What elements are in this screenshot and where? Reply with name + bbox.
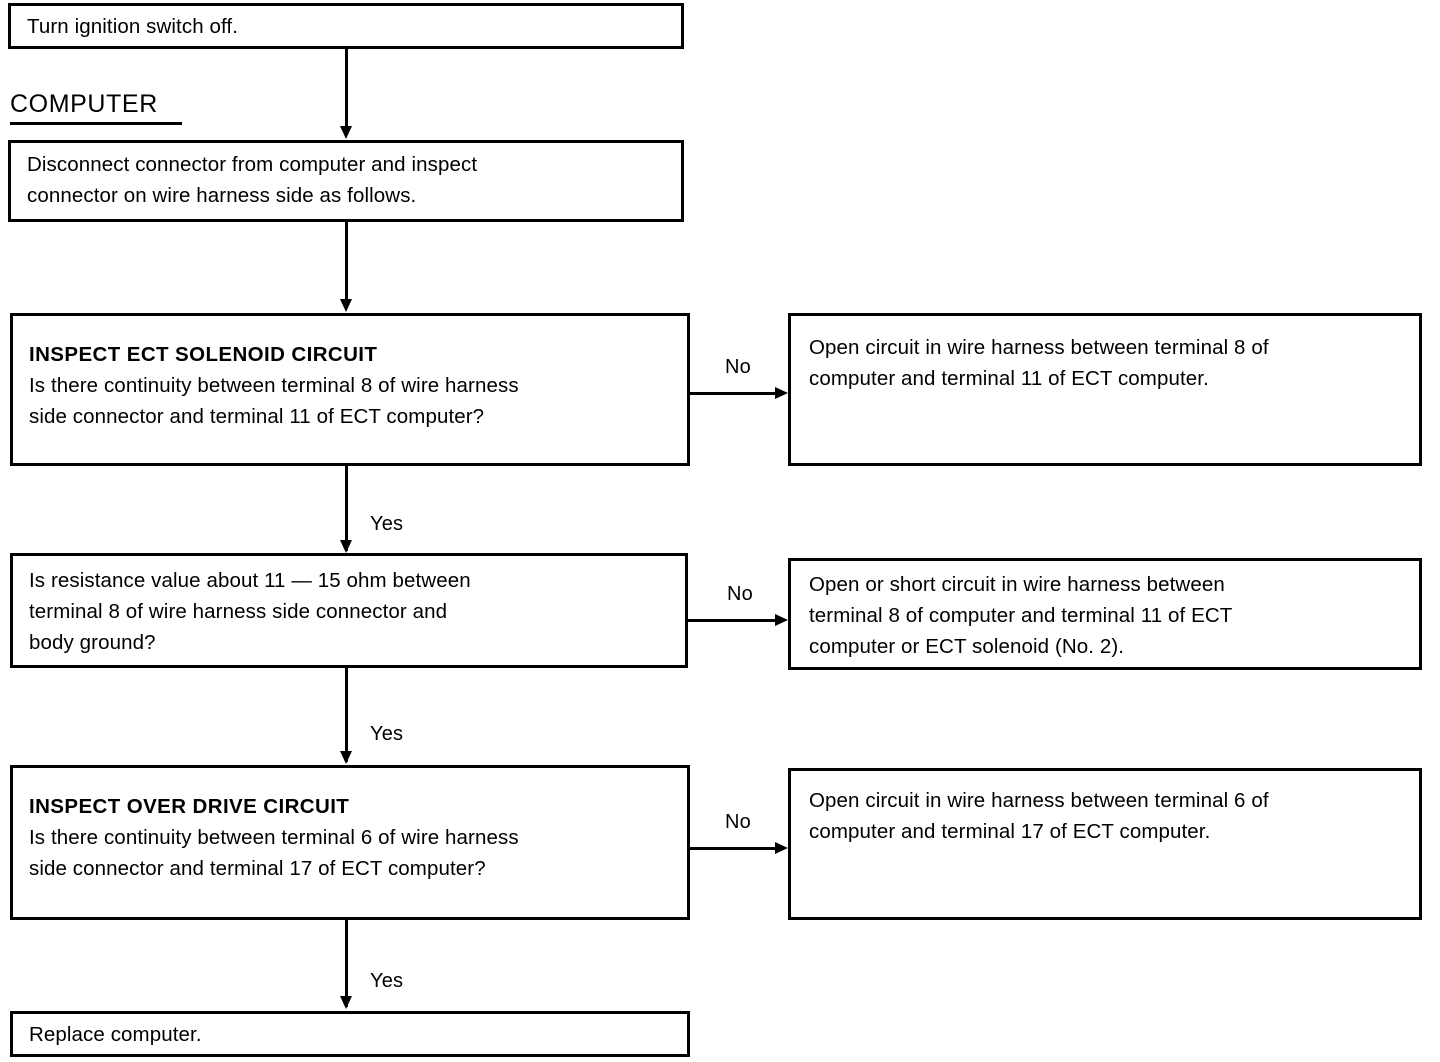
connector-yes-ect-solenoid [345,466,348,551]
node-turn-ignition-off-text: Turn ignition switch off. [27,15,239,38]
node-disconnect-connector: Disconnect connector from computer and i… [8,140,684,222]
node-turn-ignition-off: Turn ignition switch off. [8,3,684,49]
node-result-open-short-circuit-text: Open or short circuit in wire harness be… [809,573,1233,658]
arrowhead-no-over-drive [775,842,788,854]
node-result-open-circuit-terminal-8-text: Open circuit in wire harness between ter… [809,336,1269,390]
edge-label-yes-resistance: Yes [370,723,404,745]
connector-yes-resistance [345,668,348,762]
arrowhead-yes-over-drive [340,996,352,1009]
node-replace-computer: Replace computer. [10,1011,690,1057]
node-check-resistance-value-text: Is resistance value about 11 — 15 ohm be… [29,569,471,654]
node-result-open-circuit-terminal-8: Open circuit in wire harness between ter… [788,313,1422,466]
arrowhead-ignition-to-disconnect [340,126,352,139]
edge-label-yes-over-drive: Yes [370,970,404,992]
connector-ignition-to-disconnect [345,49,348,128]
node-disconnect-connector-text: Disconnect connector from computer and i… [27,153,478,207]
arrowhead-yes-resistance [340,751,352,764]
connector-no-ect-solenoid [690,392,780,395]
connector-yes-over-drive [345,920,348,1007]
node-replace-computer-text: Replace computer. [29,1023,202,1046]
edge-label-no-over-drive: No [725,811,751,833]
edge-label-yes-ect-solenoid: Yes [370,513,404,535]
node-inspect-ect-solenoid-circuit-text: Is there continuity between terminal 8 o… [29,374,519,428]
connector-no-resistance [688,619,780,622]
arrowhead-disconnect-to-ect-check [340,299,352,312]
section-heading-underline [10,122,182,125]
connector-disconnect-to-ect-check [345,222,348,301]
arrowhead-no-ect-solenoid [775,387,788,399]
node-result-open-short-circuit: Open or short circuit in wire harness be… [788,558,1422,670]
arrowhead-no-resistance [775,614,788,626]
node-result-open-circuit-terminal-6-text: Open circuit in wire harness between ter… [809,789,1269,843]
node-inspect-ect-solenoid-circuit-heading: INSPECT ECT SOLENOID CIRCUIT [29,343,378,366]
section-heading-computer: COMPUTER [10,90,158,118]
edge-label-no-ect-solenoid: No [725,356,751,378]
node-result-open-circuit-terminal-6: Open circuit in wire harness between ter… [788,768,1422,920]
edge-label-no-resistance: No [727,583,753,605]
node-inspect-over-drive-circuit-text: Is there continuity between terminal 6 o… [29,826,519,880]
node-inspect-ect-solenoid-circuit: INSPECT ECT SOLENOID CIRCUIT Is there co… [10,313,690,466]
arrowhead-yes-ect-solenoid [340,540,352,553]
connector-no-over-drive [690,847,780,850]
node-inspect-over-drive-circuit: INSPECT OVER DRIVE CIRCUIT Is there cont… [10,765,690,920]
node-check-resistance-value: Is resistance value about 11 — 15 ohm be… [10,553,688,668]
node-inspect-over-drive-circuit-heading: INSPECT OVER DRIVE CIRCUIT [29,795,350,818]
